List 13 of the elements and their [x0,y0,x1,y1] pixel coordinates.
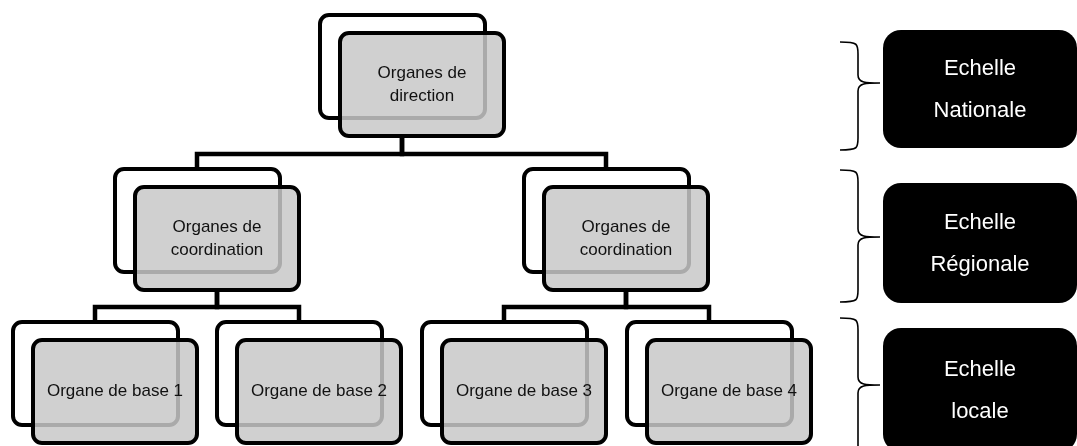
org-box: Organes de coordination [133,185,301,292]
level-box: Echelle Régionale [883,183,1077,303]
connector-line [92,292,220,320]
level-box: Echelle locale [883,328,1077,446]
org-box: Organe de base 4 [645,338,813,445]
connector-line [501,292,629,320]
org-box: Organe de base 3 [440,338,608,445]
connector-line [194,138,405,167]
org-box: Organe de base 1 [31,338,199,445]
org-box: Organes de coordination [542,185,710,292]
org-box: Organe de base 2 [235,338,403,445]
org-box: Organes de direction [338,31,506,138]
level-box: Echelle Nationale [883,30,1077,148]
